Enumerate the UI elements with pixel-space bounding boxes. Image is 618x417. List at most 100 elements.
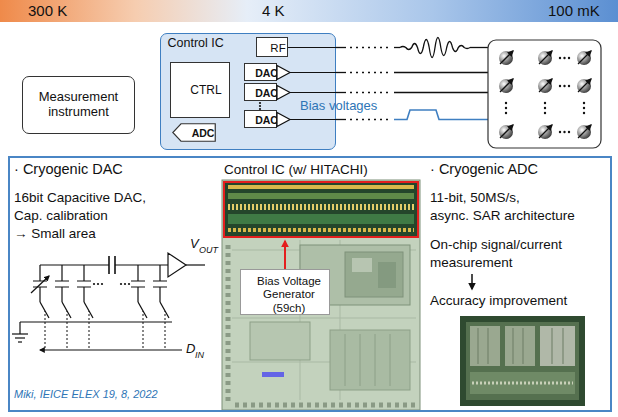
signal-lines (350, 92, 392, 93)
bias-generator-callout-text: Bias Voltage Generator (59ch) (257, 275, 321, 315)
dac-block-text: DAC (255, 67, 278, 79)
capacitive-dac-schematic (33, 265, 47, 302)
capacitive-dac-schematic (67, 311, 68, 348)
qubit-array (499, 79, 513, 93)
qubit-array (505, 107, 507, 109)
capacitive-dac-schematic (20, 321, 172, 322)
capacitive-dac-schematic (40, 264, 109, 265)
qubit-array (578, 51, 591, 64)
adc-chip-photo (540, 326, 575, 366)
capacitive-dac-schematic (40, 302, 169, 318)
qubit-array (499, 125, 513, 139)
capacitive-dac-schematic (93, 283, 130, 285)
adc-chip-photo (523, 328, 524, 364)
signal-subscript: OUT (199, 245, 218, 255)
qubit-array (568, 85, 570, 87)
qubit-array (538, 51, 552, 65)
chip-photo (224, 182, 418, 237)
chip-photo (224, 182, 418, 237)
qubit-array (500, 51, 513, 64)
capacitive-dac-schematic (55, 265, 69, 302)
qubit-array (578, 125, 591, 138)
qubit-array (583, 112, 585, 114)
capacitive-dac-schematic (31, 276, 49, 293)
adc-chip-photo (470, 372, 575, 394)
capacitive-dac-schematic (18, 341, 22, 342)
detail-panel-text: 16bit Capacitive DAC, Cap. calibration →… (14, 189, 146, 243)
qubit-array (500, 51, 591, 138)
dac-block: DAC (244, 83, 277, 101)
chip-photo (235, 403, 415, 408)
capacitive-dac-schematic (93, 283, 95, 285)
qubit-array (568, 131, 570, 133)
qubit-array (500, 125, 513, 138)
detail-panel-text: On-chip signal/current measurement (430, 236, 562, 272)
adc-chip-photo (470, 326, 500, 366)
adc-chip-photo (488, 328, 489, 364)
qubit-array (583, 102, 585, 104)
chip-photo (352, 258, 372, 272)
signal-label: Bias voltages (300, 99, 377, 114)
instrument-box-text: Measurement instrument (39, 90, 118, 120)
capacitive-dac-schematic (131, 265, 145, 302)
chip-photo (262, 372, 284, 377)
qubit-array (559, 131, 561, 133)
capacitive-dac-schematic (120, 283, 122, 285)
reference-note: Miki, IEICE ELEX 19, 8, 2022 (14, 388, 158, 401)
qubit-array (539, 79, 552, 92)
qubit-array (500, 79, 513, 92)
dac-block: DAC (244, 63, 277, 81)
qubit-array (563, 57, 565, 59)
signal-lines (470, 47, 488, 48)
capacitive-dac-schematic (168, 253, 186, 277)
capacitive-dac-schematic (40, 349, 182, 350)
qubit-array (563, 131, 565, 133)
qubit-array (499, 51, 513, 65)
capacitive-dac-schematic (114, 256, 116, 274)
chip-photo (390, 334, 391, 386)
capacitive-dac-schematic (97, 283, 99, 285)
chip-photo (375, 334, 376, 386)
signal-lines (394, 110, 488, 120)
capacitive-dac-schematic (108, 256, 110, 274)
signal-subscript: IN (195, 350, 204, 360)
capacitive-dac-schematic (15, 337, 25, 338)
adc-chip-photo (472, 382, 573, 385)
qubit-array (544, 107, 546, 109)
signal-lines (394, 72, 488, 73)
control-ic-box-text: Control IC (168, 36, 224, 50)
signal-lines (350, 72, 392, 73)
capacitive-dac-schematic (12, 253, 205, 350)
detail-panel-text: Accuracy improvement (430, 293, 567, 309)
adc-chip-photo (466, 322, 579, 400)
signal-lines (394, 92, 488, 93)
chip-photo (228, 185, 414, 189)
signal-lines (336, 72, 346, 73)
signal-name: V (190, 237, 199, 252)
qubit-array (505, 57, 585, 133)
rf-block-text: RF (270, 42, 285, 55)
temperature-band-text: 4 K (262, 2, 285, 19)
control-ic-box: Control ICRFCTRLDACDACDACADC (160, 33, 336, 150)
chip-photo (250, 322, 310, 360)
signal-lines (350, 119, 392, 120)
capacitive-dac-schematic (124, 283, 126, 285)
chip-photo (345, 334, 390, 386)
signal-name: D (186, 342, 195, 357)
qubit-array (578, 79, 591, 92)
instrument-box: Measurement instrument (22, 76, 135, 134)
qubit-array (559, 85, 561, 87)
chip-photo (226, 245, 231, 405)
temperature-band: 300 K4 K100 mK (0, 0, 618, 22)
adc-chip-photo (478, 328, 479, 364)
capacitive-dac-schematic (165, 311, 166, 348)
dac-block-text: DAC (255, 87, 278, 99)
qubit-array (577, 51, 591, 65)
signal-lines (350, 47, 392, 48)
bias-generator-callout: Bias Voltage Generator (59ch) (240, 269, 330, 315)
temperature-band-text: 100 mK (548, 2, 600, 19)
chip-photo (378, 262, 396, 288)
capacitive-dac-schematic (89, 311, 90, 348)
adc-chip-photo (513, 328, 514, 364)
